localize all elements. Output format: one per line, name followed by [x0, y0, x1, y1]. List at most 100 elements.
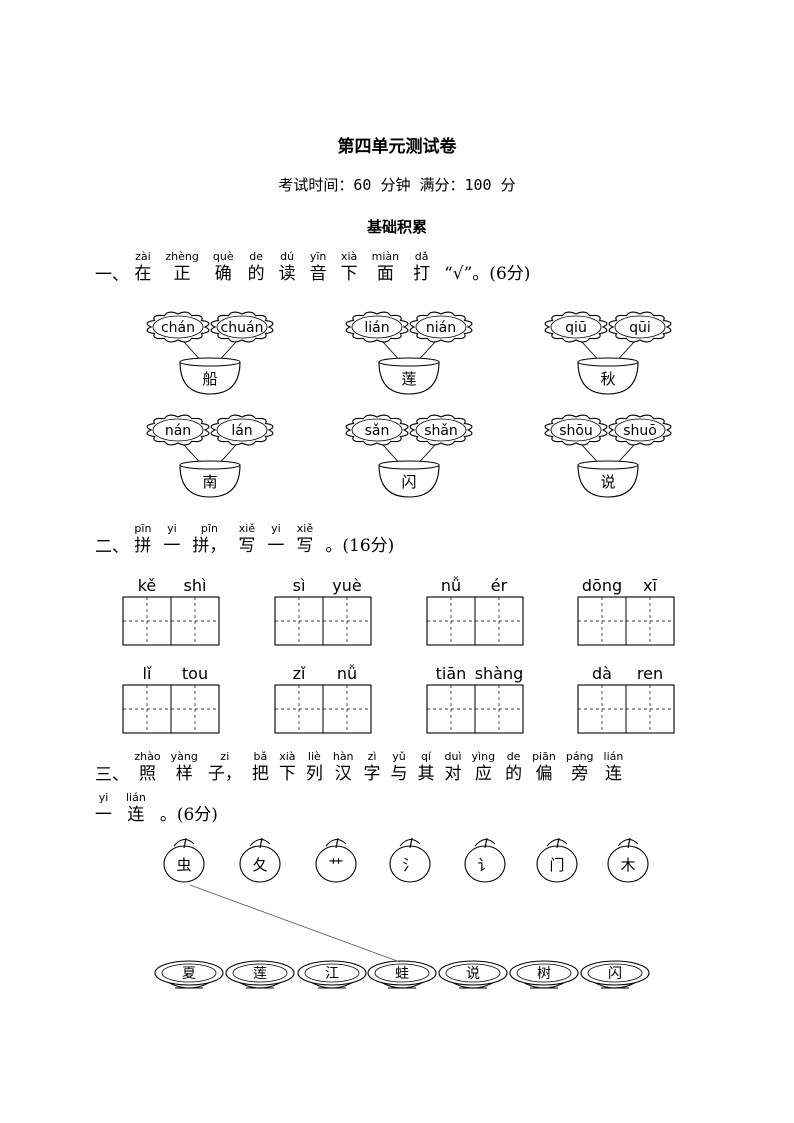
pinyin-option: shōu [559, 423, 593, 439]
grid-pinyin: shì [184, 576, 207, 595]
character-bowl[interactable]: 夏 [154, 960, 224, 989]
stem-icon [409, 837, 413, 849]
radical-apple[interactable]: 门 [536, 837, 578, 883]
pinyin-option: nián [426, 320, 456, 336]
word-hanzi: 连 [127, 805, 145, 825]
pinyin-option: nán [165, 423, 191, 439]
pinyin-option: qiū [565, 320, 587, 336]
word-hanzi: 旁 [571, 764, 589, 784]
radical-apple[interactable]: 夂 [239, 837, 281, 883]
word-pinyin: páng [565, 750, 594, 763]
word-hanzi: 样 [175, 764, 193, 784]
word-pinyin: xià [279, 750, 296, 763]
leaf-icon [325, 839, 347, 847]
word-pinyin: zhèng [165, 250, 199, 263]
bowl-rim [179, 460, 241, 470]
grid-pinyin: lǐ [143, 664, 152, 683]
leaf-icon [173, 839, 195, 847]
radical-apple[interactable]: 艹 [315, 837, 357, 883]
flower-shape [210, 311, 274, 343]
bowl-character: 树 [537, 966, 551, 982]
flower-center [614, 418, 666, 442]
pinyin-option: lián [364, 320, 389, 336]
grid-pinyin: ren [637, 664, 663, 683]
bowl-character: 说 [466, 966, 480, 982]
bowl-character: 莲 [253, 966, 267, 982]
bowl-character: 闪 [401, 473, 416, 491]
character-bowl[interactable]: 闪 [580, 960, 650, 989]
word-hanzi: 拼， [192, 536, 227, 556]
word-pinyin: miàn [371, 250, 400, 263]
bowl-rim [297, 960, 367, 986]
word-pinyin: piān [532, 750, 556, 763]
radical-apple[interactable]: 虫 [163, 837, 205, 883]
word-hanzi: 的 [247, 264, 265, 284]
word-hanzi: 与 [390, 764, 408, 784]
bowl-character: 江 [325, 966, 339, 982]
word-pinyin: yi [167, 522, 177, 535]
radical-apple[interactable]: 氵 [389, 837, 431, 883]
radical-apple[interactable]: 木 [607, 837, 649, 883]
bowl-rim [179, 357, 241, 367]
radical-text: 艹 [328, 856, 343, 874]
question-number: 一、 [95, 265, 129, 285]
character-bowl[interactable]: 树 [509, 960, 579, 989]
bowl-character: 夏 [182, 966, 196, 982]
pinyin-option: shuō [623, 423, 657, 439]
grid-pinyin: dà [592, 664, 612, 683]
character-bowl[interactable]: 莲 [225, 960, 295, 989]
word-pinyin: zài [135, 250, 151, 263]
radical-text: 夂 [252, 856, 267, 874]
word-hanzi: 写 [238, 536, 256, 556]
flower-center [415, 315, 467, 339]
radical-apple[interactable]: 讠 [464, 837, 506, 883]
word-pinyin: pīn [200, 522, 218, 535]
pinyin-option: sǎn [365, 423, 390, 439]
flower-center [351, 418, 403, 442]
word-pinyin: yīn [309, 250, 327, 263]
flower-shape [409, 414, 473, 446]
grid-pinyin: ér [491, 576, 508, 595]
bowl-rim [225, 960, 295, 986]
bowl-shape [577, 464, 639, 498]
word-hanzi: 照 [139, 764, 157, 784]
bowl-shape [577, 361, 639, 395]
bowl-shape [179, 361, 241, 395]
grid-pinyin: tiān [436, 664, 467, 683]
character-bowl[interactable]: 说 [438, 960, 508, 989]
radical-text: 虫 [176, 856, 191, 874]
flower-center [216, 418, 268, 442]
character-bowl[interactable]: 蛙 [367, 960, 437, 989]
pinyin-option: chán [161, 320, 195, 336]
word-pinyin: zì [367, 750, 377, 763]
character-bowl[interactable]: 江 [297, 960, 367, 989]
bowl-inner-rim [161, 963, 217, 983]
word-pinyin: de [506, 750, 521, 763]
stem-icon [183, 837, 187, 849]
word-hanzi: 其 [417, 764, 435, 784]
bowl-character: 船 [202, 370, 217, 388]
flower-shape [544, 311, 608, 343]
flower-shape [409, 311, 473, 343]
flower-shape [608, 414, 672, 446]
bowl-inner-rim [445, 963, 501, 983]
